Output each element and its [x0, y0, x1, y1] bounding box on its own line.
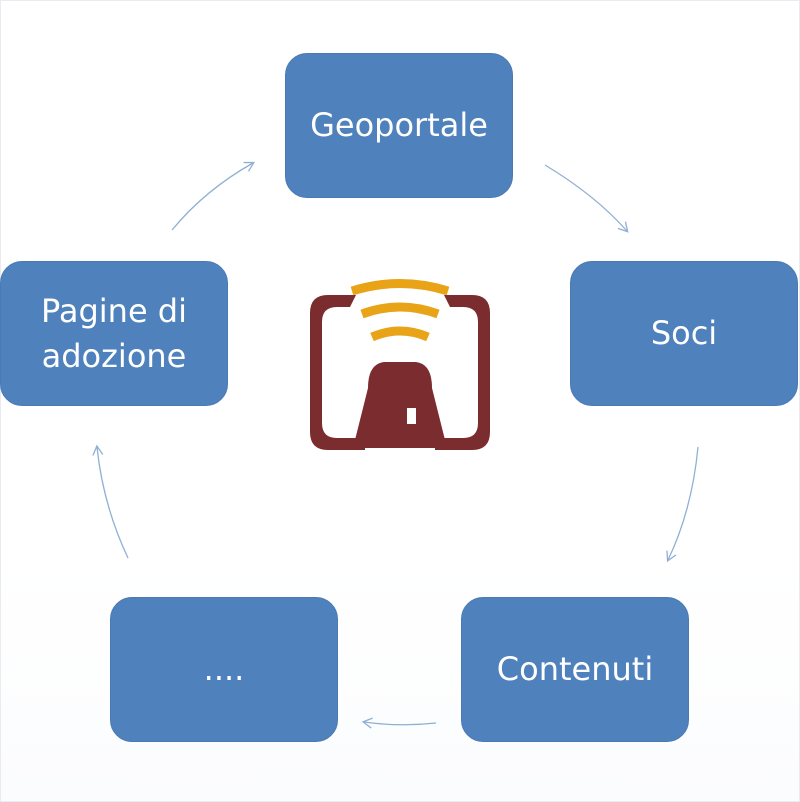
node-pagine-label: Pagine di adozione — [40, 291, 187, 375]
arrow-dots-to-pagine — [92, 444, 129, 559]
arrow-pagine-to-geoportale — [171, 161, 256, 231]
node-contenuti-label: Contenuti — [496, 650, 654, 689]
logo-signal-arc-3 — [370, 326, 430, 342]
arrow-soci-to-contenuti — [666, 446, 699, 563]
logo-tower — [353, 362, 447, 448]
logo-signal-arc-1 — [350, 279, 450, 296]
node-soci: Soci — [570, 261, 798, 406]
logo-tower-window — [407, 408, 416, 424]
node-geoportale-label: Geoportale — [310, 106, 488, 145]
node-soci-label: Soci — [650, 314, 718, 353]
arrow-geoportale-to-soci — [544, 164, 629, 233]
node-ellipsis: .... — [110, 597, 338, 742]
arrow-contenuti-to-dots — [361, 717, 437, 729]
node-geoportale: Geoportale — [285, 53, 513, 198]
logo-frame-right — [435, 295, 490, 450]
node-contenuti: Contenuti — [461, 597, 689, 742]
node-ellipsis-label: .... — [203, 650, 245, 689]
tower-signal-logo — [310, 279, 490, 450]
logo-signal-arc-2 — [360, 302, 440, 319]
logo-frame-left — [310, 295, 365, 450]
node-pagine-di-adozione: Pagine di adozione — [0, 261, 228, 406]
